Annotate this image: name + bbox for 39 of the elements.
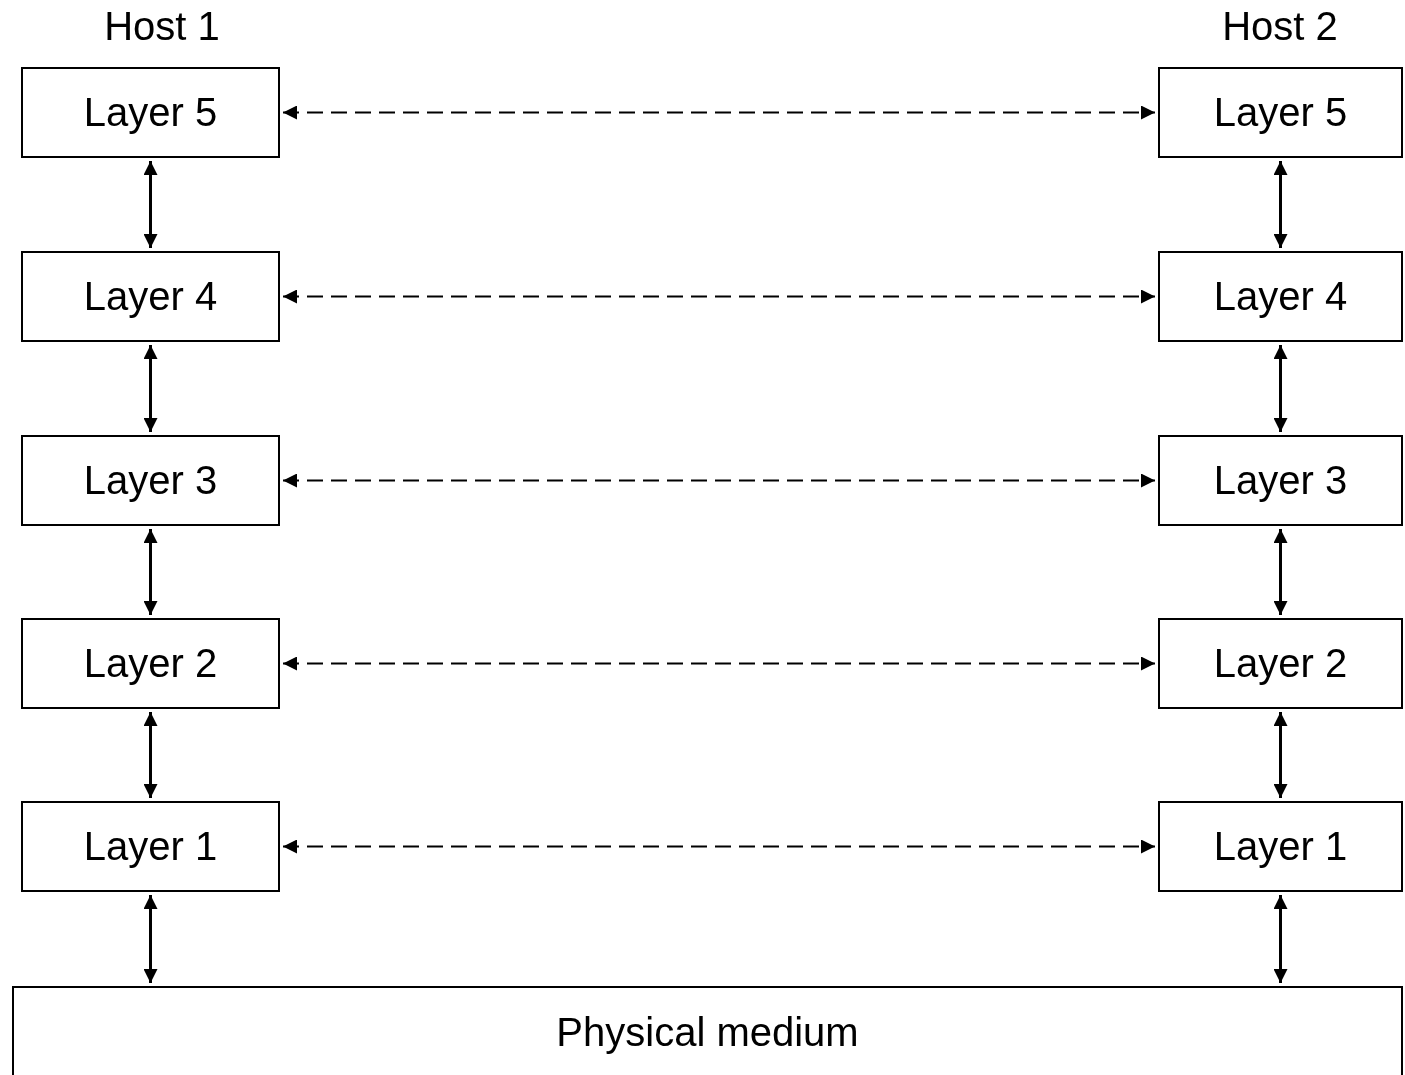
host-label: Host 1	[104, 4, 220, 49]
host-label: Host 2	[1222, 4, 1338, 49]
box-label: Layer 3	[1213, 458, 1348, 503]
arrow	[1273, 345, 1288, 432]
layer-box	[21, 801, 280, 892]
layer-box	[21, 435, 280, 526]
arrow	[282, 105, 1156, 120]
arrow	[282, 473, 1156, 488]
box-label: Layer 4	[83, 274, 218, 319]
layer-box	[21, 618, 280, 709]
arrow	[143, 161, 158, 248]
arrow	[282, 656, 1156, 671]
arrow	[143, 345, 158, 432]
arrow	[282, 289, 1156, 304]
layer-box	[21, 251, 280, 342]
layer-box	[21, 67, 280, 158]
box-label: Layer 3	[83, 458, 218, 503]
box-label: Layer 5	[1213, 90, 1348, 135]
box-label: Layer 4	[1213, 274, 1348, 319]
box-label: Layer 5	[83, 90, 218, 135]
layer-box	[1158, 801, 1403, 892]
arrow	[1273, 712, 1288, 798]
box-label: Layer 2	[83, 641, 218, 686]
arrow	[1273, 529, 1288, 615]
box-label: Physical medium	[556, 1010, 859, 1055]
medium-box	[12, 986, 1403, 1075]
arrow	[1273, 895, 1288, 983]
arrow	[1273, 161, 1288, 248]
box-label: Layer 1	[1213, 824, 1348, 869]
arrow	[282, 839, 1156, 854]
box-label: Layer 2	[1213, 641, 1348, 686]
box-label: Layer 1	[83, 824, 218, 869]
arrow	[143, 895, 158, 983]
arrow	[143, 712, 158, 798]
layer-box	[1158, 435, 1403, 526]
arrow	[143, 529, 158, 615]
layer-box	[1158, 67, 1403, 158]
layer-box	[1158, 251, 1403, 342]
layer-box	[1158, 618, 1403, 709]
